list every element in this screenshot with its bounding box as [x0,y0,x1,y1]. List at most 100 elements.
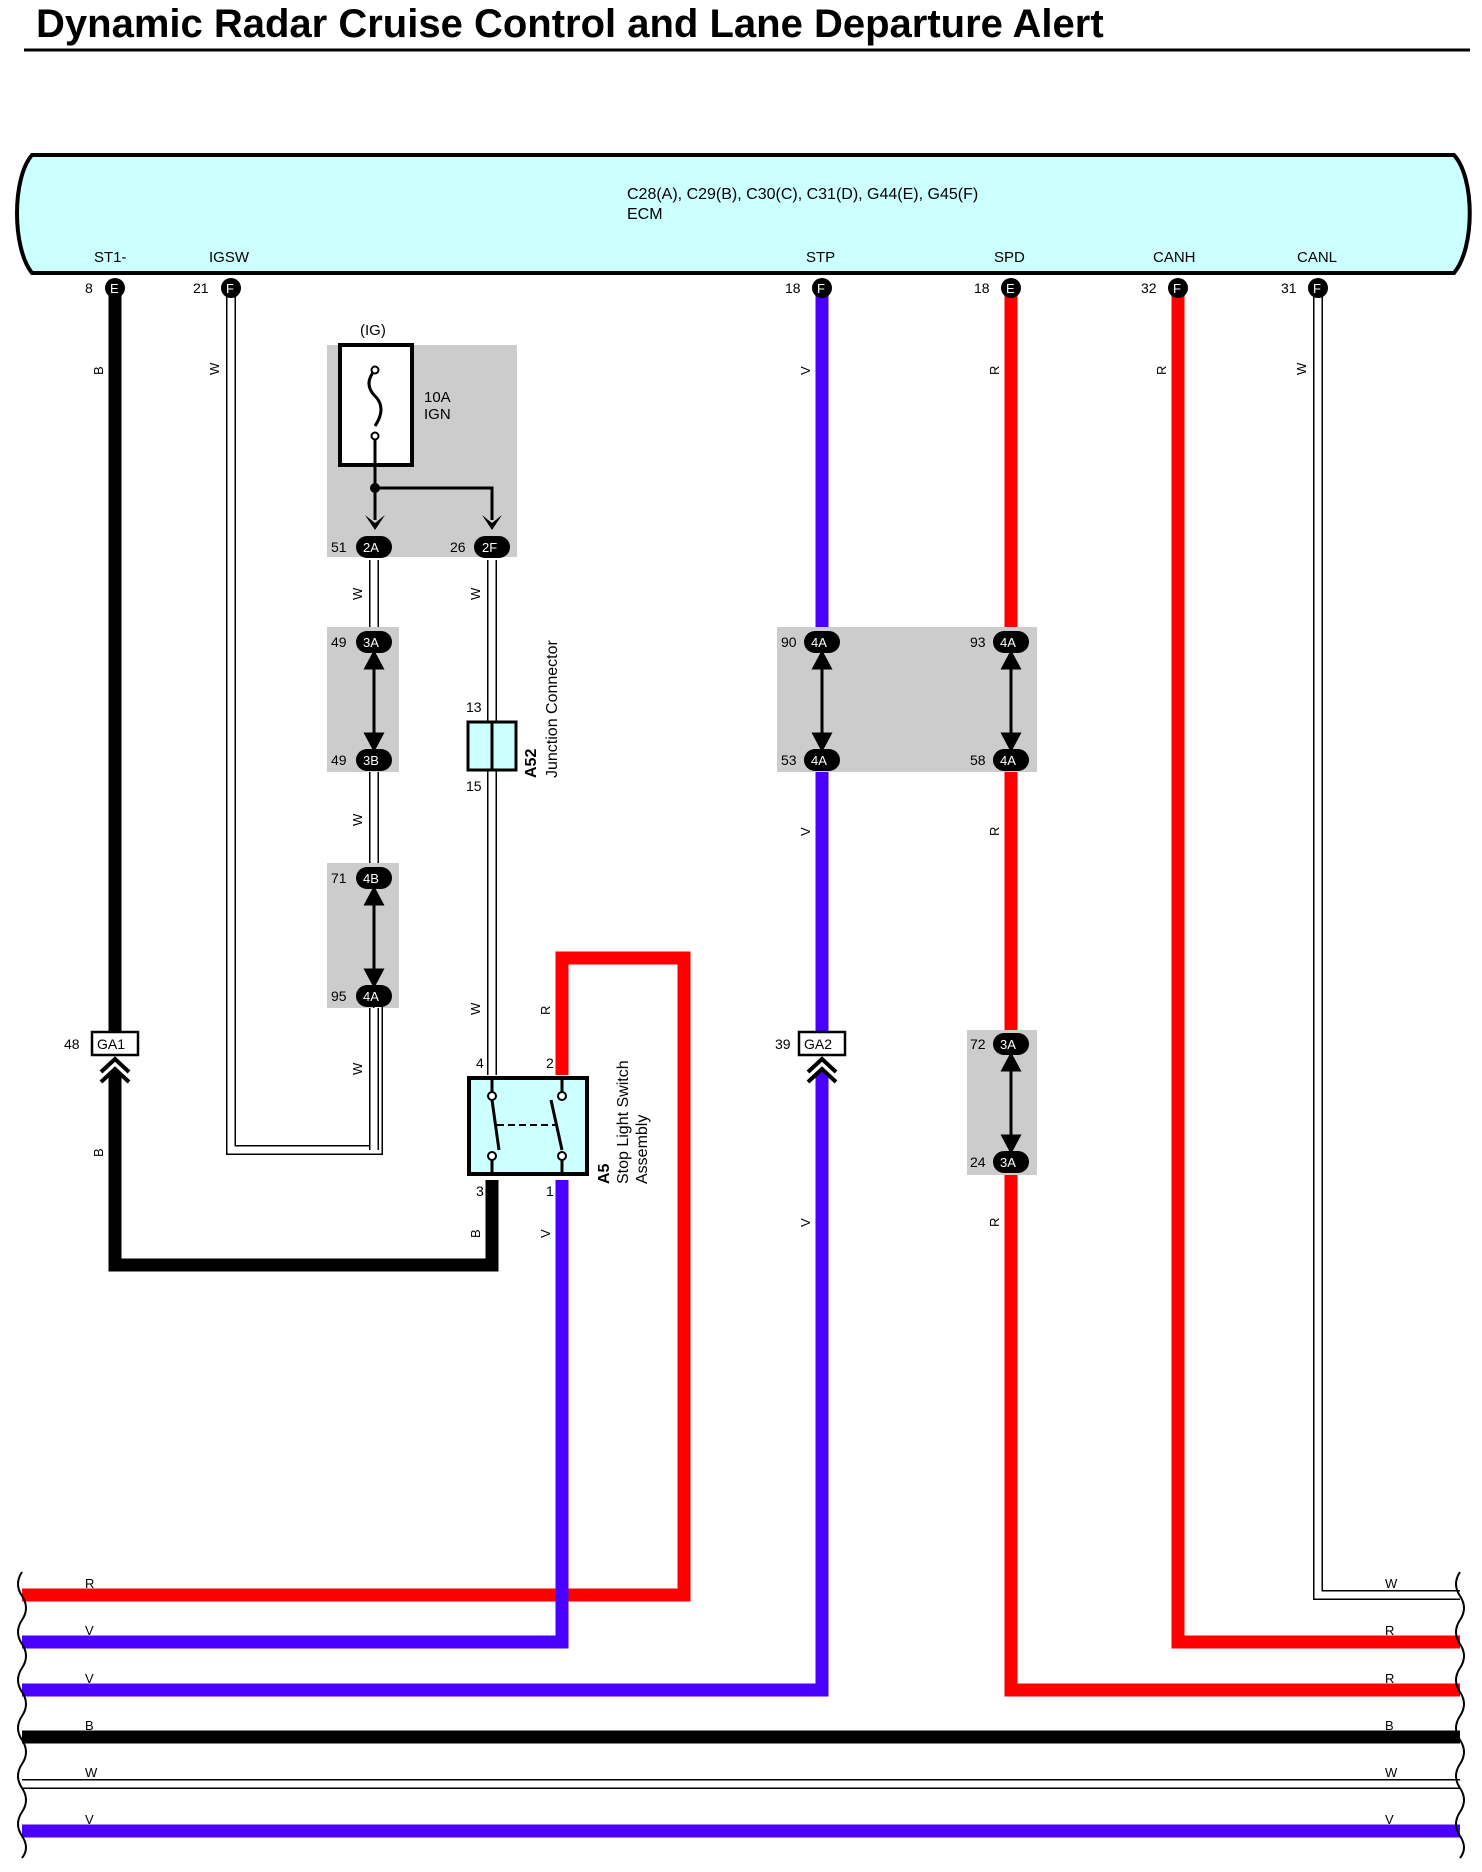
ecm-box [15,153,1472,275]
ecm-pin-name-st1: ST1- [94,249,127,266]
mating-arrows [363,649,1022,1155]
wire-black-st1 [108,288,499,1272]
svg-text:W: W [1385,1576,1398,1591]
svg-text:R: R [1385,1623,1394,1638]
svg-text:V: V [1385,1812,1394,1827]
conn-code-53: 4A [811,753,827,768]
ecm-pin-num-st1: 8 [85,280,93,296]
ecm-pin-conn-canl: F [1313,281,1321,296]
conn-code-51: 2A [363,540,379,555]
conn-code-58: 4A [1000,753,1016,768]
conn-num-93: 93 [970,634,986,650]
ecm-pin-num-canh: 32 [1141,280,1157,296]
svg-text:V: V [538,1229,553,1238]
svg-text:R: R [1154,366,1169,375]
svg-text:R: R [987,827,1002,836]
wire-violet-stp [22,288,829,1697]
bottom-bus-full [22,1730,1460,1838]
conn-num-51: 51 [331,539,347,555]
wire-red-canh [1171,288,1460,1649]
svg-text:W: W [468,587,483,600]
conn-num-49b: 49 [331,752,347,768]
svg-text:W: W [85,1765,98,1780]
conn-num-53: 53 [781,752,797,768]
svg-text:W: W [350,587,365,600]
a52-pin-top: 13 [466,699,482,715]
conn-num-90: 90 [781,634,797,650]
ga-connectors [90,1030,847,1084]
ecm-pin-name-igsw: IGSW [209,249,250,266]
conn-num-71: 71 [331,870,347,886]
wire-red-spd [1004,288,1460,1697]
svg-text:W: W [207,362,222,375]
wire-red-switch [22,951,691,1602]
svg-text:W: W [350,813,365,826]
conn-code-95: 4A [363,989,379,1004]
page-title: Dynamic Radar Cruise Control and Lane De… [36,2,1104,46]
ecm-pin-num-spd: 18 [974,280,990,296]
svg-text:W: W [1385,1765,1398,1780]
conn-num-24: 24 [970,1154,986,1170]
svg-text:R: R [1385,1671,1394,1686]
ga1-code: GA1 [97,1036,125,1052]
svg-text:V: V [798,1218,813,1227]
svg-text:B: B [1385,1718,1394,1733]
ecm-pin-num-stp: 18 [785,280,801,296]
svg-text:R: R [987,1218,1002,1227]
ecm-pin-markers [105,278,1328,298]
ecm-pin-conn-st1: E [110,281,119,296]
svg-text:B: B [91,366,106,375]
conn-code-90: 4A [811,635,827,650]
svg-text:V: V [85,1671,94,1686]
a52-name: Junction Connector [544,639,561,778]
a5-id: A5 [596,1163,613,1184]
a5-name-2: Assembly [634,1115,651,1184]
svg-text:W: W [350,1062,365,1075]
fuse-rating: 10A [424,389,451,406]
connector-pills [356,536,1029,1173]
fuse-circuit-label: (IG) [360,322,386,339]
a5-pin-2: 2 [546,1055,554,1071]
wire-violet-switch [22,1180,569,1649]
svg-text:W: W [468,1002,483,1015]
conn-code-49a: 3A [363,635,379,650]
conn-code-93: 4A [1000,635,1016,650]
ecm-pin-name-stp: STP [806,249,835,266]
svg-text:V: V [798,827,813,836]
ecm-pin-conn-igsw: F [226,281,234,296]
a5-pin-4: 4 [476,1055,484,1071]
svg-text:R: R [538,1006,553,1015]
ecm-connectors-label: C28(A), C29(B), C30(C), C31(D), G44(E), … [627,186,978,203]
stop-light-switch-a5 [467,1076,589,1176]
ecm-pin-name-spd: SPD [994,249,1025,266]
svg-text:V: V [85,1812,94,1827]
bottom-bus-labels: R V V B W V W R R B W V [85,1576,1398,1827]
ga2-code: GA2 [804,1036,832,1052]
a5-pin-3: 3 [476,1183,484,1199]
ecm-pin-conn-canh: F [1173,281,1181,296]
conn-code-49b: 3B [363,753,379,768]
a5-pin-1: 1 [546,1183,554,1199]
wire-white-canl [1313,288,1460,1600]
svg-text:R: R [987,366,1002,375]
conn-code-71: 4B [363,871,379,886]
svg-text:B: B [91,1148,106,1157]
ecm-pin-num-canl: 31 [1281,280,1297,296]
fuse-name: IGN [424,406,451,423]
junction-connector-a52 [466,720,518,772]
svg-text:B: B [468,1229,483,1238]
conn-num-49a: 49 [331,634,347,650]
conn-num-95: 95 [331,988,347,1004]
ecm-pin-num-igsw: 21 [193,280,209,296]
svg-text:V: V [85,1623,94,1638]
svg-text:W: W [1294,362,1309,375]
svg-text:V: V [798,366,813,375]
ecm-pin-name-canh: CANH [1153,249,1196,266]
ecm-pin-conn-spd: E [1006,281,1015,296]
ecm-name: ECM [627,206,663,223]
conn-code-24: 3A [1000,1155,1016,1170]
a52-pin-bottom: 15 [466,778,482,794]
ecm-pin-name-canl: CANL [1297,249,1337,266]
break-marks [17,1571,1465,1859]
